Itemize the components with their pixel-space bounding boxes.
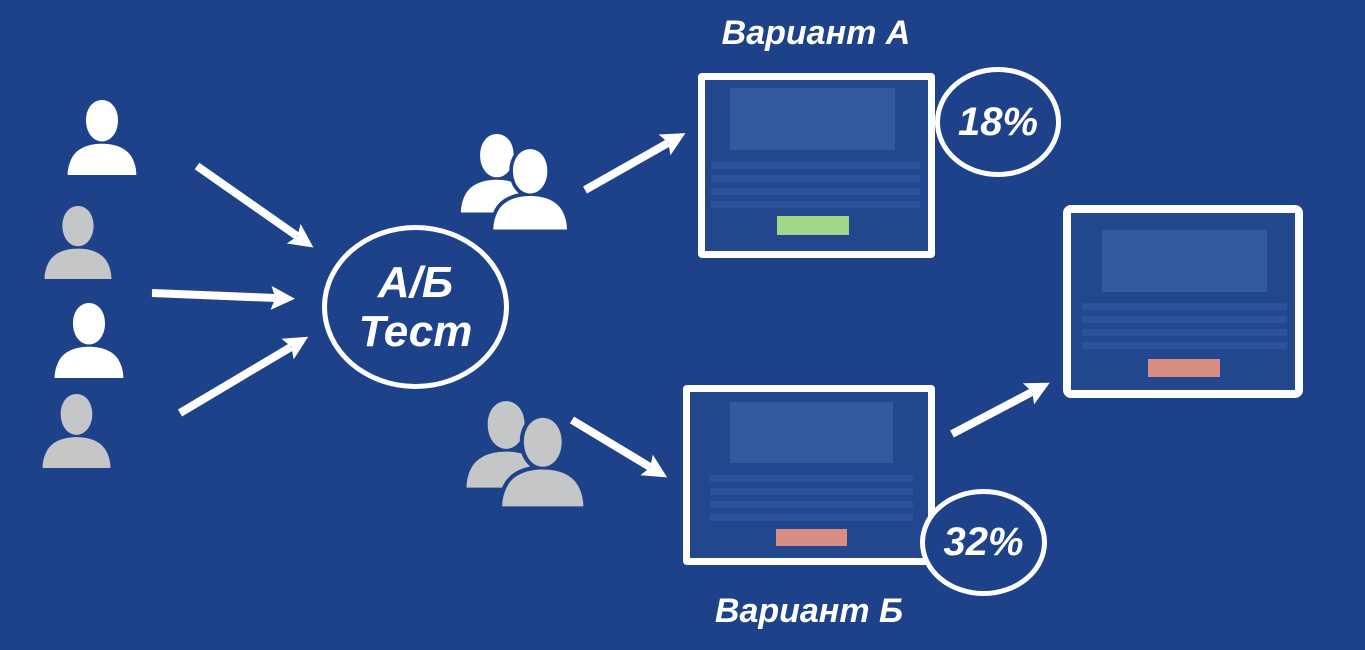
- mockup-cta-button-green: [777, 216, 849, 235]
- user-icon: [36, 394, 117, 468]
- ab-test-label-line1: А/Б: [377, 257, 454, 307]
- ab-test-label-line2: Тест: [358, 307, 473, 356]
- mockup-text-lines: [711, 162, 920, 208]
- variant-b-page-mockup: [683, 385, 935, 565]
- variant-b-conversion-value: 32%: [943, 520, 1024, 564]
- mockup-cta-button-salmon: [776, 529, 847, 546]
- variant-b-conversion-badge: 32%: [920, 489, 1047, 596]
- winning-page-mockup: [1063, 205, 1303, 398]
- mockup-text-lines: [710, 475, 913, 521]
- user-icon: [63, 99, 141, 176]
- variant-a-conversion-value: 18%: [957, 99, 1039, 144]
- variant-a-page-mockup: [698, 73, 935, 258]
- variant-a-title: Вариант А: [721, 14, 911, 52]
- mockup-cta-button-salmon: [1148, 359, 1220, 377]
- user-pair-icon: [460, 398, 590, 509]
- user-icon: [49, 303, 129, 378]
- user-pair-icon: [456, 126, 572, 237]
- user-icon: [38, 206, 118, 279]
- mockup-hero-block: [1102, 230, 1267, 292]
- variant-a-conversion-badge: 18%: [935, 67, 1061, 177]
- variant-b-title: Вариант Б: [714, 592, 904, 630]
- mockup-hero-block: [730, 402, 893, 463]
- ab-test-circle: А/Б Тест: [322, 225, 509, 389]
- mockup-text-lines: [1082, 303, 1287, 349]
- mockup-hero-block: [730, 88, 895, 150]
